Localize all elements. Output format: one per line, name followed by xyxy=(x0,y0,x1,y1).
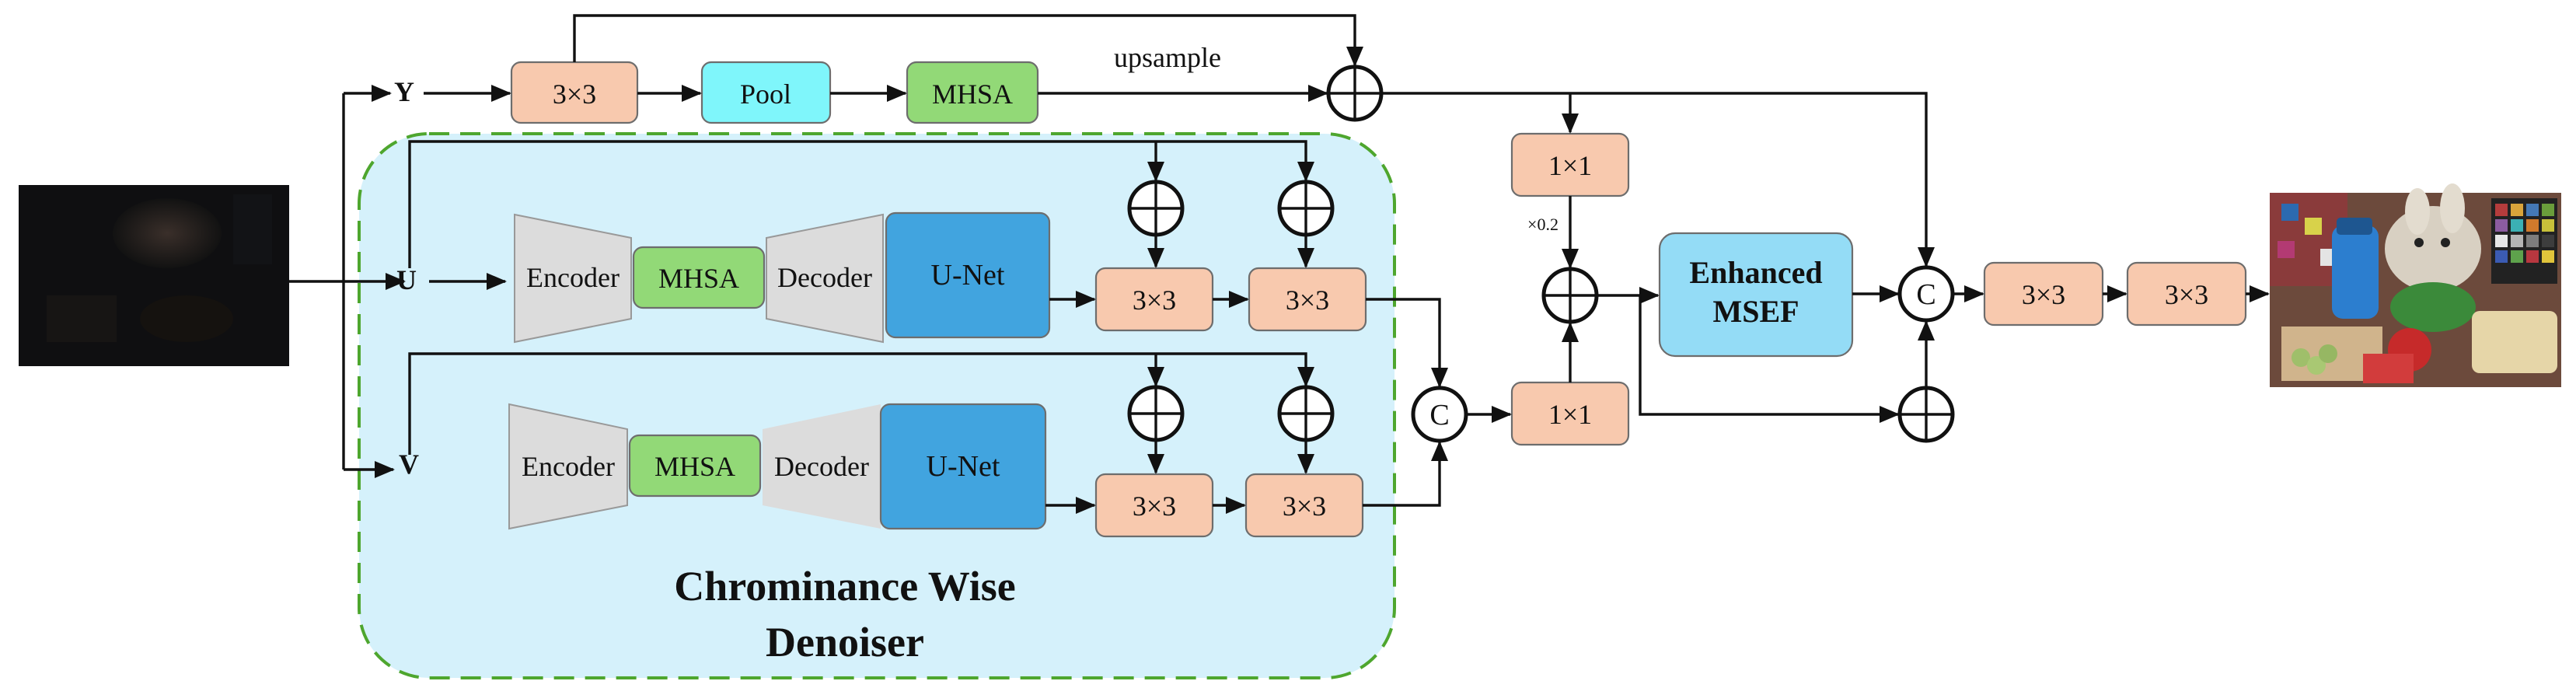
head-conv1-label: 3×3 xyxy=(2022,279,2065,310)
u-encoder-label: Encoder xyxy=(526,262,620,293)
v-decoder-label: Decoder xyxy=(774,451,869,482)
final-concat-label: C xyxy=(1916,278,1935,311)
u-mhsa-block xyxy=(632,246,766,309)
y-mhsa-label: MHSA xyxy=(932,79,1013,110)
msef-label-line1: Enhanced xyxy=(1689,255,1822,290)
scale-factor-label: ×0.2 xyxy=(1527,215,1559,234)
v-conv2-label: 3×3 xyxy=(1283,491,1326,522)
v-encoder-label: Encoder xyxy=(522,451,615,482)
u-mhsa-label: MHSA xyxy=(658,263,739,294)
u-unet-block xyxy=(885,211,1051,339)
denoiser-title-line1: Chrominance Wise xyxy=(674,563,1016,609)
uv-concat-label: C xyxy=(1429,399,1449,431)
v-mhsa-block xyxy=(628,434,762,498)
output-enhanced-image xyxy=(2270,183,2561,387)
fusion-conv-1x1-top-label: 1×1 xyxy=(1548,150,1592,181)
u-conv2-label: 3×3 xyxy=(1286,285,1329,316)
v-unet-block xyxy=(879,403,1047,530)
u-encoder-shape xyxy=(514,213,632,344)
color-checker xyxy=(2491,198,2557,284)
msef-label-line2: MSEF xyxy=(1712,294,1799,329)
upsample-label: upsample xyxy=(1114,42,1221,73)
head-conv2-label: 3×3 xyxy=(2165,279,2208,310)
u-decoder-shape xyxy=(766,213,884,344)
v-decoder-shape xyxy=(763,404,881,529)
v-unet-label: U-Net xyxy=(927,450,1000,483)
y-pool-label: Pool xyxy=(740,79,791,110)
branch-label-u: U xyxy=(396,264,417,295)
v-encoder-shape xyxy=(508,403,628,530)
input-low-light-image xyxy=(19,185,289,366)
u-conv1-label: 3×3 xyxy=(1133,285,1176,316)
u-unet-label: U-Net xyxy=(931,259,1005,292)
connection-wires xyxy=(289,14,2270,514)
fusion-conv-1x1-bottom-label: 1×1 xyxy=(1548,399,1592,430)
u-decoder-label: Decoder xyxy=(777,262,872,293)
v-conv1-label: 3×3 xyxy=(1133,491,1176,522)
y-conv-3x3-label: 3×3 xyxy=(553,79,596,110)
v-mhsa-label: MHSA xyxy=(654,451,735,482)
denoiser-title-line2: Denoiser xyxy=(766,619,924,665)
branch-label-y: Y xyxy=(394,76,414,107)
